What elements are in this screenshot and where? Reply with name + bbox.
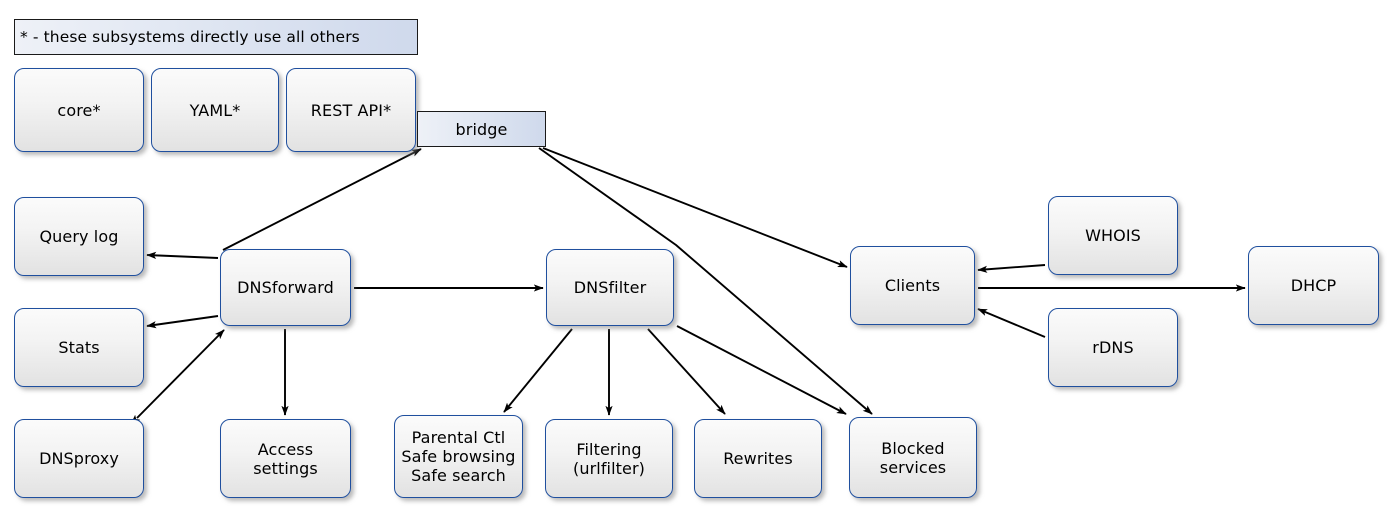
node-label: Rewrites [723, 449, 793, 468]
node-parental[interactable]: Parental Ctl Safe browsing Safe search [394, 415, 523, 498]
node-accesssettings[interactable]: Access settings [220, 419, 351, 498]
node-label: DNSforward [237, 278, 334, 297]
node-dhcp[interactable]: DHCP [1248, 246, 1379, 325]
node-rdns[interactable]: rDNS [1048, 308, 1178, 387]
node-label: WHOIS [1085, 226, 1141, 245]
edge-dnsforward-querylog [146, 251, 219, 259]
node-label: Stats [58, 338, 100, 357]
node-label: rDNS [1092, 338, 1134, 357]
node-whois[interactable]: WHOIS [1048, 196, 1178, 275]
edge-dnsforward-stats [146, 315, 219, 329]
node-dnsforward[interactable]: DNSforward [220, 249, 351, 326]
node-querylog[interactable]: Query log [14, 197, 144, 276]
node-label: Access settings [253, 439, 318, 478]
edge-rdns-clients [977, 308, 1046, 338]
node-blocked[interactable]: Blocked services [849, 417, 977, 498]
edge-dnsfilter-blocked [676, 325, 847, 415]
node-stats[interactable]: Stats [14, 308, 144, 387]
node-label: Parental Ctl Safe browsing Safe search [401, 428, 516, 485]
node-label: core* [57, 100, 101, 120]
node-bridge[interactable]: bridge [417, 111, 546, 147]
node-label: REST API* [310, 100, 392, 120]
node-legendbox[interactable]: * - these subsystems directly use all ot… [14, 19, 418, 55]
node-label: DHCP [1290, 276, 1337, 295]
node-restapi[interactable]: REST API* [286, 68, 416, 152]
node-clients[interactable]: Clients [850, 246, 975, 325]
node-dnsfilter[interactable]: DNSfilter [546, 249, 674, 326]
node-label: DNSfilter [573, 278, 647, 297]
node-core[interactable]: core* [14, 68, 144, 152]
node-label: DNSproxy [39, 449, 119, 468]
node-rewrites[interactable]: Rewrites [694, 419, 822, 498]
edge-dnsfilter-rewrites [647, 328, 726, 415]
edge-dnsforward-bridge [222, 148, 422, 251]
node-label: Query log [39, 227, 119, 246]
node-label: bridge [455, 119, 508, 139]
node-filtering[interactable]: Filtering (urlfilter) [545, 419, 673, 498]
node-label: Blocked services [879, 438, 947, 477]
node-dnsproxy[interactable]: DNSproxy [14, 419, 144, 498]
node-label: YAML* [189, 100, 241, 120]
node-yaml[interactable]: YAML* [151, 68, 279, 152]
node-label: Filtering (urlfilter) [573, 439, 645, 478]
edge-dnsproxy-dnsforward [130, 329, 225, 425]
node-label: Clients [884, 276, 941, 295]
node-label: * - these subsystems directly use all ot… [20, 27, 360, 46]
edge-dnsfilter-parental [503, 328, 573, 413]
edge-whois-clients [977, 264, 1046, 273]
